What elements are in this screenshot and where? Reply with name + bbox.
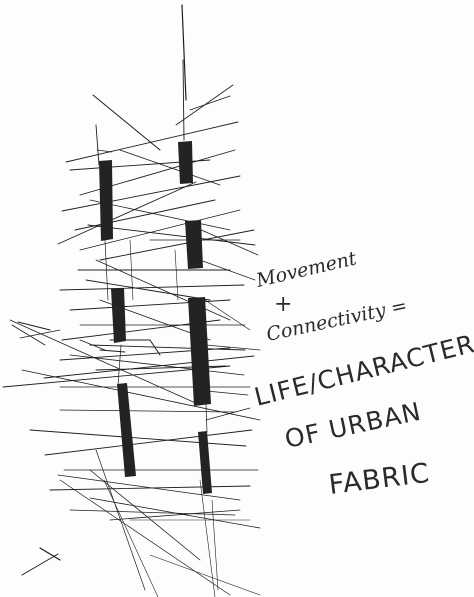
sketch-stroke: [100, 350, 125, 352]
sketch-stroke: [150, 555, 260, 595]
bar-center-tall: [188, 297, 211, 406]
bar-top-right: [178, 141, 193, 184]
sketch-stroke: [60, 410, 235, 412]
sketch-stroke: [66, 122, 238, 162]
sketch-stroke: [104, 480, 158, 597]
sketch-stroke: [10, 320, 200, 405]
sketch-stroke: [20, 330, 60, 338]
bar-lower-right: [198, 431, 212, 494]
bar-mid-right-upper: [185, 220, 203, 269]
sketch-stroke: [93, 95, 160, 150]
sketch-stroke: [96, 125, 99, 165]
annotation-fabric: FABRIC: [327, 458, 432, 501]
sketch-stroke: [118, 345, 121, 385]
annotation-movement: Movement: [253, 247, 359, 292]
sketch-strokes: [3, 5, 260, 597]
sketch-stroke: [22, 554, 58, 575]
sketch-vertical-bars: [99, 141, 212, 494]
sketch-stroke: [90, 345, 245, 350]
sketch-stroke: [90, 470, 200, 560]
annotation-of-urban: OF URBAN: [282, 397, 424, 454]
handwritten-annotation: Movement + Connectivity = LIFE/CHARACTER…: [251, 247, 474, 501]
bar-lower-left: [117, 383, 136, 477]
sketch-stroke: [212, 500, 218, 590]
sketch-stroke: [70, 300, 230, 310]
sketch-stroke: [70, 355, 244, 375]
sketch-stroke: [182, 5, 186, 100]
sketch-stroke: [60, 285, 244, 290]
sketch-stroke: [62, 176, 240, 211]
sketch-stroke: [175, 250, 178, 300]
sketch-stroke: [205, 300, 250, 330]
sketch-stroke: [22, 370, 260, 420]
sketch-stroke: [58, 475, 240, 500]
sketch-stroke: [183, 60, 184, 140]
annotation-plus: +: [274, 292, 292, 317]
bar-mid-left: [111, 288, 126, 343]
sketch-stroke: [190, 96, 230, 110]
sketch-stroke: [100, 230, 254, 260]
bar-top-left: [99, 160, 113, 241]
sketch-stroke: [120, 150, 220, 185]
sketch-stroke: [58, 182, 196, 244]
sketch-stroke: [60, 480, 230, 595]
